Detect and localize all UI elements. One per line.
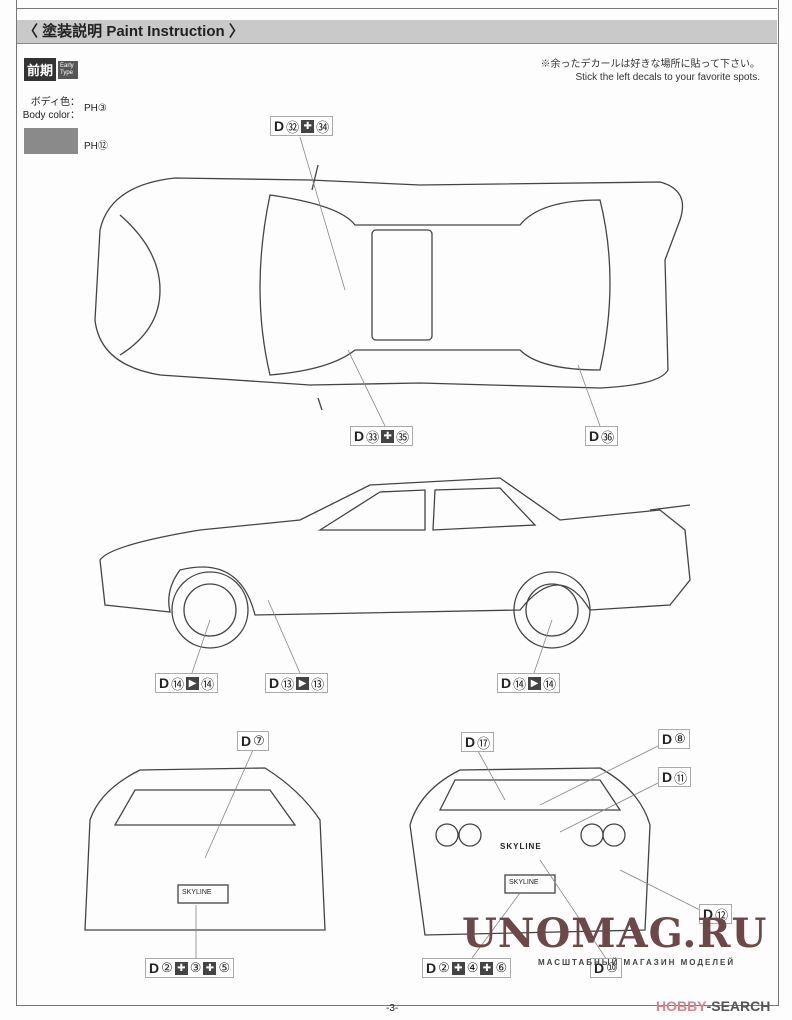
color-swatch bbox=[24, 128, 78, 154]
callout-text: D bbox=[354, 428, 365, 444]
callout-text: D bbox=[594, 960, 605, 976]
callout-text: ㊱ bbox=[601, 429, 615, 445]
callout-text: ⑪ bbox=[674, 770, 688, 786]
front-view-car bbox=[84, 767, 326, 931]
callout-text: ⑦ bbox=[253, 733, 265, 748]
callout-text: D bbox=[426, 960, 437, 976]
callout-text: D bbox=[589, 428, 600, 444]
callout-text: D bbox=[269, 675, 280, 691]
decal-mark-icon: ✚ bbox=[480, 961, 494, 975]
callout-text: D bbox=[662, 731, 673, 747]
mark-icon: ▶ bbox=[186, 676, 200, 690]
callout-text: ② bbox=[438, 960, 450, 975]
callout-text: D bbox=[465, 734, 476, 750]
callout-text: ⑤ bbox=[218, 960, 231, 975]
body-color-en: Body color： bbox=[22, 110, 80, 121]
page-frame bbox=[16, 0, 779, 1006]
mark-icon: ▶ bbox=[528, 676, 542, 690]
rear-badge: SKYLINE bbox=[500, 842, 542, 851]
callout-text: ⑧ bbox=[674, 731, 686, 746]
callout-text: ⑬ bbox=[311, 676, 325, 692]
divider bbox=[16, 8, 777, 9]
callout-text: ④ bbox=[466, 960, 479, 975]
callout-text: ⑫ bbox=[715, 907, 729, 923]
callout-text: ⑬ bbox=[281, 676, 295, 692]
mark-icon: ▶ bbox=[296, 676, 310, 690]
callout-text: D bbox=[662, 769, 673, 785]
watermark-sub: МАСШТАБНЫЙ МАГАЗИН МОДЕЛЕЙ bbox=[538, 958, 736, 967]
body-color-label: ボディ色： Body color： bbox=[20, 96, 80, 122]
callout-text: ⑩ bbox=[606, 960, 618, 975]
callout-text: D bbox=[501, 675, 512, 691]
badge-jp: 前期 bbox=[24, 58, 57, 81]
page-number: -3- bbox=[386, 1003, 399, 1014]
decal-mark-icon: ✚ bbox=[203, 961, 217, 975]
note-jp: ※余ったデカールは好きな場所に貼って下さい。 bbox=[540, 59, 761, 70]
callout-text: ⑭ bbox=[201, 676, 215, 692]
callout-text: D bbox=[149, 960, 160, 976]
callout-text: ㉞ bbox=[316, 119, 330, 135]
body-color-jp: ボディ色： bbox=[30, 97, 80, 108]
front-plate: SKYLINE bbox=[182, 889, 212, 896]
callout-text: ③ bbox=[189, 960, 202, 975]
callout-text: -SEARCH bbox=[706, 998, 771, 1014]
decal-mark-icon: ✚ bbox=[174, 961, 188, 975]
callout-text: ㉝ bbox=[366, 429, 380, 445]
callout-text: HOBBY bbox=[656, 998, 707, 1014]
callout-text: ⑥ bbox=[495, 960, 508, 975]
top-view-car bbox=[94, 164, 684, 411]
callout-text: ⑭ bbox=[171, 676, 185, 692]
side-view-car bbox=[99, 477, 691, 649]
decal-mark-icon: ✚ bbox=[301, 119, 315, 133]
callout-text: D bbox=[159, 675, 170, 691]
decal-note: ※余ったデカールは好きな場所に貼って下さい。 Stick the left dec… bbox=[541, 58, 761, 84]
callout-text: D bbox=[274, 118, 285, 134]
callout-text: D bbox=[703, 906, 714, 922]
callout-text: ⑭ bbox=[543, 676, 557, 692]
leader-lines bbox=[191, 136, 701, 961]
callout-text: ⑰ bbox=[477, 735, 491, 751]
callout-text: ㉟ bbox=[396, 429, 410, 445]
badge-en: Early Type bbox=[58, 60, 79, 79]
paint-code-1: PH③ bbox=[84, 103, 107, 114]
callout-text: ② bbox=[161, 960, 173, 975]
callout-text: ⑭ bbox=[513, 676, 527, 692]
decal-mark-icon: ✚ bbox=[451, 961, 465, 975]
decal-mark-icon: ✚ bbox=[381, 429, 395, 443]
paint-code-2: PH⑫ bbox=[84, 141, 108, 152]
rear-plate: SKYLINE bbox=[509, 879, 539, 886]
section-header: 〈 塗装説明 Paint Instruction 〉 bbox=[17, 20, 777, 44]
callout-text: ㉜ bbox=[286, 119, 300, 135]
callout-text: D bbox=[241, 733, 252, 749]
rear-view-car bbox=[409, 767, 651, 936]
note-en: Stick the left decals to your favorite s… bbox=[575, 72, 760, 83]
watermark: UNOMAG.RU bbox=[462, 910, 768, 957]
hobby-search-logo: HOBBY-SEARCH bbox=[656, 998, 770, 1014]
